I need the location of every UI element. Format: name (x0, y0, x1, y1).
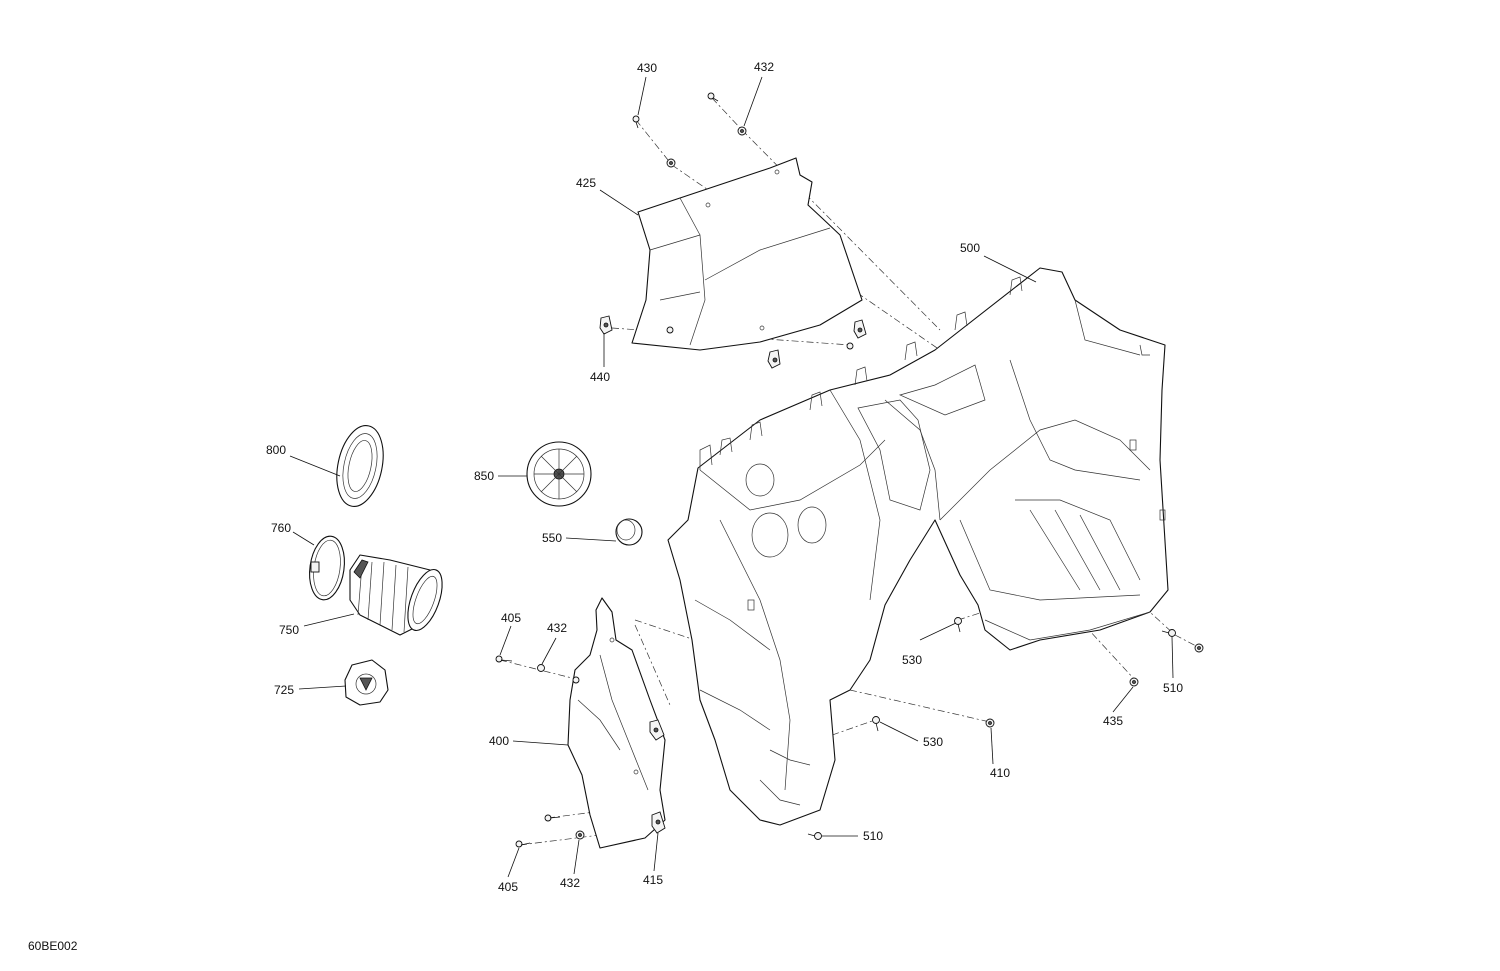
callout-500: 500 (960, 241, 980, 255)
callout-440: 440 (590, 370, 610, 384)
hardware (495, 92, 1204, 848)
callout-405-top: 405 (501, 611, 521, 625)
callout-425: 425 (576, 176, 596, 190)
callout-410: 410 (990, 766, 1010, 780)
callout-405-bottom: 405 (498, 880, 518, 894)
clip-nut-440-c (767, 349, 781, 369)
deflector-panel-400 (567, 597, 666, 849)
callout-432-bottom: 432 (560, 876, 580, 890)
screw-510-bottom (807, 832, 822, 840)
callout-800: 800 (266, 443, 286, 457)
callout-850: 850 (474, 469, 494, 483)
callout-432-mid: 432 (547, 621, 567, 635)
screw-top-right (707, 92, 719, 102)
side-body-panel-500 (667, 267, 1169, 826)
clip-nut-440-b (853, 319, 867, 339)
screw-405-bottom (515, 840, 531, 848)
clamp-760 (309, 535, 345, 601)
callout-530-bottom: 530 (923, 735, 943, 749)
fitting-725 (344, 659, 389, 706)
callout-725: 725 (274, 683, 294, 697)
screw-400-mid (544, 814, 561, 822)
clip-nut-400-mid (649, 719, 665, 741)
callout-550: 550 (542, 531, 562, 545)
callout-435: 435 (1103, 714, 1123, 728)
deflector-panel-425 (631, 157, 863, 351)
callout-432-top: 432 (754, 60, 774, 74)
callout-labels: 430 432 425 500 440 800 850 550 760 750 … (28, 60, 1183, 953)
screw-405-top (495, 655, 513, 663)
callout-430: 430 (637, 61, 657, 75)
intake-boot-750 (349, 554, 443, 636)
callout-750: 750 (279, 623, 299, 637)
callout-415: 415 (643, 873, 663, 887)
screw-530-top (954, 617, 962, 633)
callout-400: 400 (489, 734, 509, 748)
callout-510-bottom: 510 (863, 829, 883, 843)
screw-510-right (1161, 629, 1176, 637)
callout-760: 760 (271, 521, 291, 535)
screw-430 (632, 115, 640, 129)
screw-530-bottom (872, 716, 880, 732)
grommet-ring-800 (336, 425, 384, 507)
callout-510-right: 510 (1163, 681, 1183, 695)
figure-code: 60BE002 (28, 939, 78, 953)
leader-lines (289, 76, 1174, 878)
callout-530-top: 530 (902, 653, 922, 667)
vent-cap-850 (526, 441, 592, 507)
clip-nut-415 (651, 811, 666, 834)
plug-cap-550 (615, 518, 643, 546)
clip-nut-440 (599, 315, 613, 335)
washer-432-mid (537, 664, 545, 672)
